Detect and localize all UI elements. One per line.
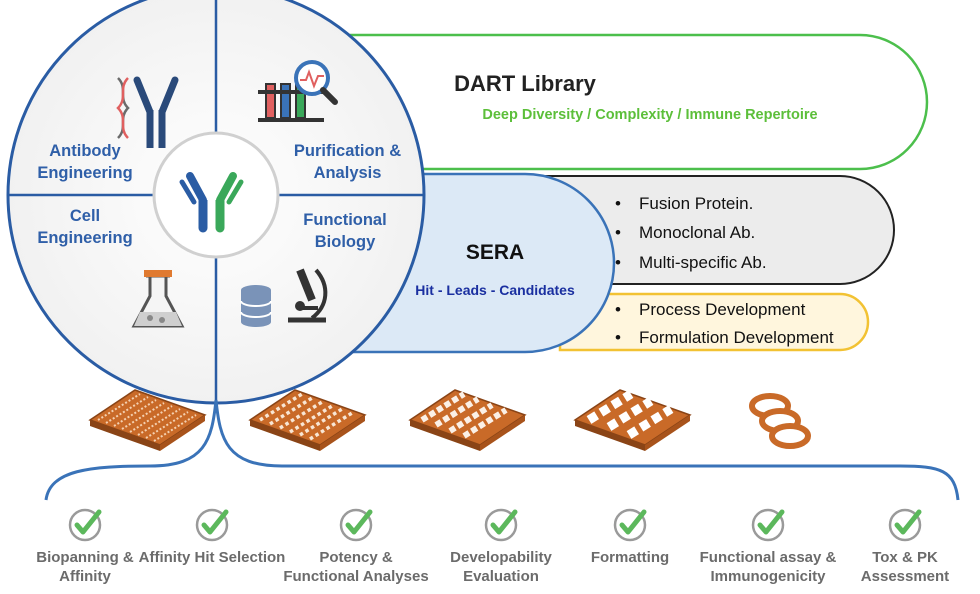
test-tubes-magnifier-icon xyxy=(258,60,338,122)
check-icon xyxy=(70,510,100,540)
dart-library-title: DART Library xyxy=(454,71,596,96)
checks-row xyxy=(0,505,980,545)
step-label: Biopanning & Affinity xyxy=(36,549,134,585)
plates-row xyxy=(88,389,811,451)
dna-antibody-icon xyxy=(116,76,179,148)
quadrant-functional-biology: Functional Biology xyxy=(303,211,387,251)
plate-48-icon xyxy=(408,389,527,451)
sera-title: SERA xyxy=(465,241,525,264)
step-label: Affinity Hit Selection xyxy=(138,549,286,566)
quadrant-cell-engineering: Cell Engineering xyxy=(37,207,133,247)
product-item: Multi-specific Ab. xyxy=(615,252,766,274)
sera-subtitle: Hit - Leads - Candidates xyxy=(415,282,575,298)
step-label: Potency & Functional Analyses xyxy=(283,549,429,585)
antibody-icon xyxy=(179,172,244,233)
check-icon xyxy=(753,510,783,540)
product-item: Monoclonal Ab. xyxy=(615,222,755,244)
plate-384-icon xyxy=(88,389,207,451)
check-icon xyxy=(890,510,920,540)
dart-library-shape xyxy=(298,33,929,171)
quadrant-antibody-engineering: Antibody Engineering xyxy=(37,142,133,182)
plate-24-icon xyxy=(573,389,692,451)
plate-6-icon xyxy=(749,393,811,449)
database-icon xyxy=(240,285,272,327)
check-icon xyxy=(486,510,516,540)
flask-icon xyxy=(131,270,185,328)
center-circle xyxy=(152,131,280,259)
quadrant-purification-analysis: Purification & Analysis xyxy=(293,142,402,182)
check-icon xyxy=(341,510,371,540)
step-label: Functional assay & Immunogenicity xyxy=(699,549,837,585)
step-label: Formatting xyxy=(590,549,670,566)
dart-library-subtitle: Deep Diversity / Complexity / Immune Rep… xyxy=(482,107,818,123)
check-icon xyxy=(615,510,645,540)
workflow-bracket xyxy=(44,399,960,501)
development-item: Formulation Development xyxy=(615,327,834,349)
microscope-icon xyxy=(288,268,328,323)
step-label: Developability Evaluation xyxy=(450,549,552,585)
development-item: Process Development xyxy=(615,299,805,321)
check-icon xyxy=(197,510,227,540)
plate-96-icon xyxy=(248,389,367,451)
product-item: Fusion Protein. xyxy=(615,193,753,215)
step-label: Tox & PK Assessment xyxy=(860,549,950,585)
